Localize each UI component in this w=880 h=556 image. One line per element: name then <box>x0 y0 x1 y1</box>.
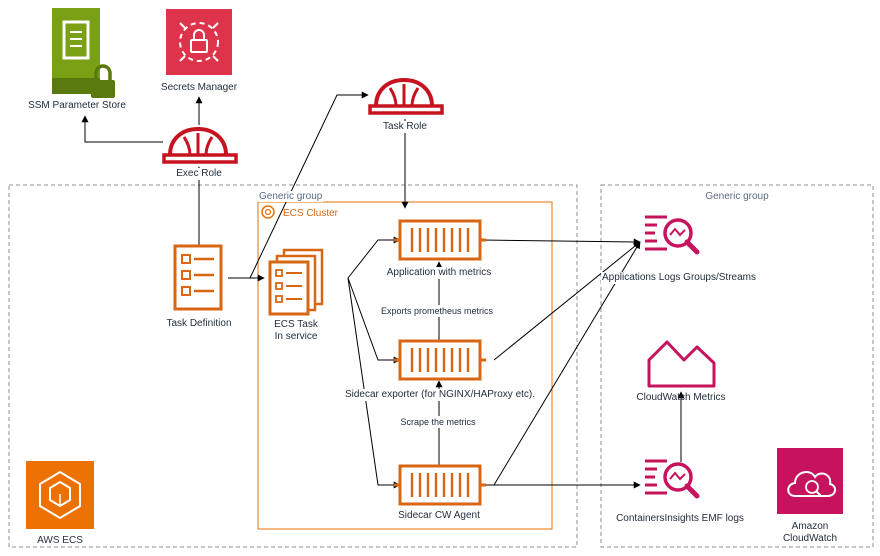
exec-role-label: Exec Role <box>175 168 223 180</box>
ecs-task-label-line1: ECS Task <box>274 319 318 330</box>
generic-group-left <box>8 184 578 548</box>
aws-ecs-icon <box>26 461 94 529</box>
ecs-task-icon <box>268 248 324 316</box>
cw-agent-label: Sidecar CW Agent <box>398 510 480 521</box>
exports-edge-label: Exports prometheus metrics <box>379 305 495 317</box>
amazon-cloudwatch-service-icon <box>777 448 843 514</box>
exec-role-helmet-icon <box>162 127 238 164</box>
secrets-manager-icon <box>166 9 232 75</box>
edge-ecstask-exporter <box>347 277 401 364</box>
app-container-icon <box>392 219 488 261</box>
edge-taskdef-taskrole <box>249 91 369 279</box>
edge-execrole-ssm <box>81 115 163 143</box>
edge-ecstask-app <box>347 236 401 279</box>
ecs-task-label-line2: In service <box>274 331 318 342</box>
cloudwatch-metrics-label: CloudWatch Metrics <box>636 392 726 403</box>
generic-group-right-label: Generic group <box>705 191 769 202</box>
task-definition-label: Task Definition <box>166 318 232 329</box>
amazon-cloudwatch-label-line1: Amazon <box>791 521 829 532</box>
edge-app-logs <box>481 238 641 246</box>
task-role-helmet-icon <box>368 78 444 115</box>
app-logs-icon <box>645 217 697 252</box>
ecs-cluster-label: ECS Cluster <box>283 208 339 219</box>
scrape-edge-label: Scrape the metrics <box>399 416 477 428</box>
ssm-parameter-store-icon <box>52 8 115 98</box>
ecs-cluster-badge-icon <box>259 203 277 221</box>
secrets-manager-label: Secrets Manager <box>160 82 238 93</box>
edge-exporter-logs <box>493 241 641 361</box>
sidecar-exporter-label: Sidecar exporter (for NGINX/HAProxy etc)… <box>343 389 537 401</box>
amazon-cloudwatch-label-line2: CloudWatch <box>782 533 838 544</box>
emf-logs-icon <box>645 461 697 496</box>
ssm-parameter-store-label: SSM Parameter Store <box>28 100 126 111</box>
emf-logs-label: ContainersInsights EMF logs <box>616 513 744 524</box>
generic-group-left-label: Generic group <box>258 191 324 202</box>
aws-ecs-label: AWS ECS <box>37 535 83 546</box>
task-role-label: Task Role <box>382 121 428 133</box>
edge-ecstask-cwagent <box>347 277 401 489</box>
app-logs-label: Applications Logs Groups/Streams <box>601 272 757 284</box>
app-label: Application with metrics <box>385 267 493 279</box>
task-definition-icon <box>173 244 223 311</box>
generic-group-right <box>600 184 874 548</box>
sidecar-exporter-container-icon <box>392 339 488 381</box>
cw-agent-container-icon <box>392 464 488 506</box>
cloudwatch-metrics-icon <box>647 340 716 388</box>
